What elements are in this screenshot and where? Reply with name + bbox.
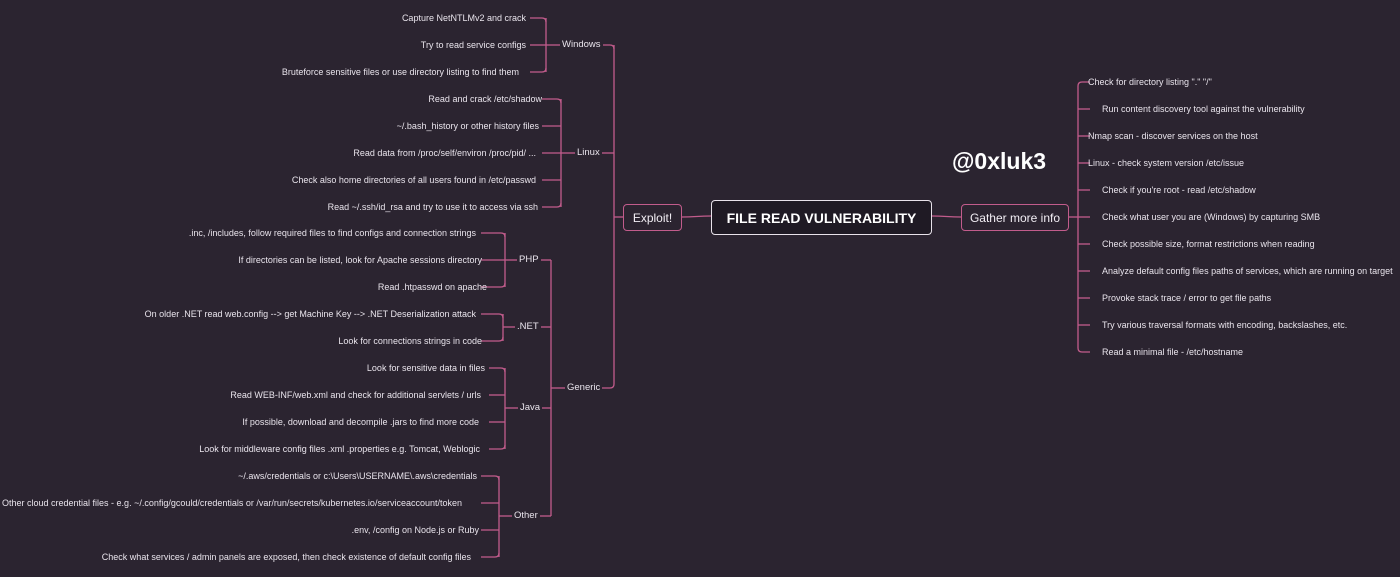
dotnet-bracket-tick-1 [481, 336, 504, 342]
exploit-tick-windows [602, 44, 615, 50]
leaf-php-2: If directories can be listed, look for A… [238, 255, 482, 265]
leaf-windows-2: Try to read service configs [420, 40, 526, 50]
leaf-java-2: Read WEB-INF/web.xml and check for addit… [230, 390, 481, 400]
leaf-other-3: .env, /config on Node.js or Ruby [351, 525, 479, 535]
leaf-java-4: Look for middleware config files .xml .p… [199, 444, 480, 454]
java-bracket-tick-0 [489, 367, 506, 373]
leaf-windows-3: Bruteforce sensitive files or use direct… [281, 67, 519, 77]
leaf-other-1: ~/.aws/credentials or c:\Users\USERNAME\… [238, 471, 477, 481]
leaf-other-2: Other cloud credential files - e.g. ~/.c… [2, 498, 462, 508]
branch-generic[interactable]: Generic [565, 382, 603, 394]
branch-other[interactable]: Other [512, 510, 540, 522]
leaf-linux-5: Read ~/.ssh/id_rsa and try to use it to … [327, 202, 538, 212]
windows-bracket-tick-0 [530, 17, 547, 23]
exploit-tick-generic [601, 383, 615, 389]
java-bracket-tick-3 [489, 444, 506, 450]
leaf-linux-1: Read and crack /etc/shadow [428, 94, 542, 104]
branch-java[interactable]: Java [518, 402, 543, 414]
gather-tick-10 [1077, 347, 1090, 353]
branch-php[interactable]: PHP [517, 254, 541, 266]
linux-bracket-tick-0 [542, 98, 562, 104]
gather-tick-0 [1077, 81, 1090, 87]
php-bracket-tick-2 [481, 282, 506, 288]
leaf-gather-3: Nmap scan - discover services on the hos… [1088, 131, 1258, 141]
other-bracket-tick-0 [481, 475, 500, 481]
leaf-gather-8: Analyze default config files paths of se… [1102, 266, 1393, 276]
dotnet-bracket-tick-0 [481, 313, 504, 319]
leaf-php-1: .inc, /includes, follow required files t… [188, 228, 476, 238]
linux-bracket-tick-4 [542, 202, 562, 208]
leaf-linux-4: Check also home directories of all users… [291, 175, 536, 185]
leaf-gather-4: Linux - check system version /etc/issue [1088, 158, 1245, 168]
leaf-dotnet-2: Look for connections strings in code [338, 336, 482, 346]
leaf-java-3: If possible, download and decompile .jar… [242, 417, 479, 427]
root-node[interactable]: FILE READ VULNERABILITY [711, 200, 932, 235]
branch-linux[interactable]: Linux [575, 147, 602, 159]
leaf-gather-1: Check for directory listing "." "/" [1088, 77, 1212, 87]
branch-windows[interactable]: Windows [560, 39, 603, 51]
leaf-gather-6: Check what user you are (Windows) by cap… [1102, 212, 1321, 222]
root-to-gather [931, 215, 962, 218]
branch-dotnet[interactable]: .NET [515, 321, 541, 333]
leaf-dotnet-1: On older .NET read web.config --> get Ma… [144, 309, 476, 319]
root-to-exploit [681, 215, 712, 218]
leaf-gather-9: Provoke stack trace / error to get file … [1102, 293, 1272, 303]
windows-bracket-tick-2 [530, 67, 547, 73]
leaf-linux-3: Read data from /proc/self/environ /proc/… [353, 148, 536, 158]
leaf-java-1: Look for sensitive data in files [366, 363, 485, 373]
leaf-gather-11: Read a minimal file - /etc/hostname [1102, 347, 1244, 357]
other-bracket-tick-3 [481, 552, 500, 558]
author-handle: @0xluk3 [952, 148, 1047, 174]
exploit-node[interactable]: Exploit! [623, 204, 682, 231]
leaf-gather-5: Check if you're root - read /etc/shadow [1102, 185, 1256, 195]
gather-info-node[interactable]: Gather more info [961, 204, 1069, 231]
leaf-other-4: Check what services / admin panels are e… [101, 552, 471, 562]
php-bracket-tick-0 [481, 232, 506, 238]
leaf-php-3: Read .htpasswd on apache [377, 282, 487, 292]
leaf-gather-7: Check possible size, format restrictions… [1102, 239, 1315, 249]
leaf-windows-1: Capture NetNTLMv2 and crack [401, 13, 526, 23]
leaf-gather-2: Run content discovery tool against the v… [1102, 104, 1305, 114]
leaf-linux-2: ~/.bash_history or other history files [396, 121, 539, 131]
leaf-gather-10: Try various traversal formats with encod… [1102, 320, 1348, 330]
